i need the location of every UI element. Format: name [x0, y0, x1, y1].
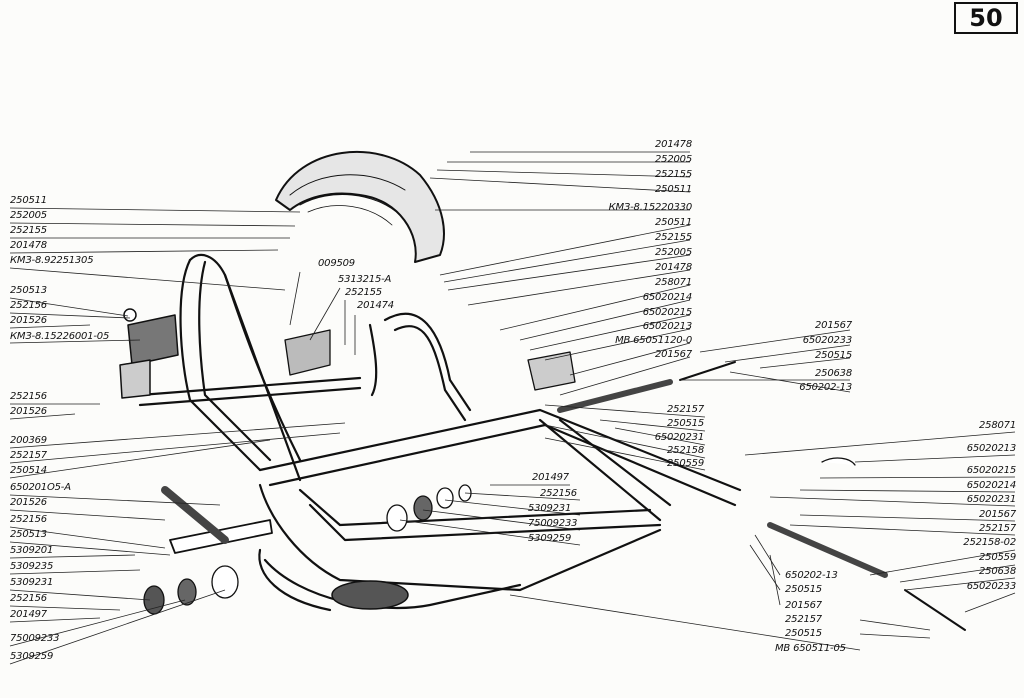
part-label: 252156 — [10, 300, 47, 311]
part-label: 5313215-А — [338, 274, 392, 285]
part-label: 252157 — [667, 404, 704, 415]
part-label: 250638 — [979, 566, 1016, 577]
part-label: 250515 — [815, 350, 852, 361]
part-label: 201567 — [979, 509, 1016, 520]
part-label: 5309231 — [10, 577, 54, 588]
part-label: КМЗ-8.92251305 — [10, 255, 94, 266]
part-label: 250515 — [785, 628, 822, 639]
part-label: 200369 — [10, 435, 47, 446]
part-label: 201567 — [785, 600, 822, 611]
part-label: 201497 — [532, 472, 569, 483]
part-label: 201497 — [10, 609, 47, 620]
part-label: 201474 — [357, 300, 394, 311]
part-label: 65020215 — [966, 465, 1017, 476]
shock-absorber-drawing — [119, 308, 179, 399]
fender-drawing — [275, 150, 445, 263]
part-label: 252156 — [10, 391, 47, 402]
part-label: 75009233 — [10, 633, 60, 644]
part-label: 201478 — [655, 262, 692, 273]
part-label: 250559 — [667, 458, 704, 469]
part-label: 252156 — [10, 593, 47, 604]
part-label: 250515 — [667, 418, 704, 429]
part-label: 201526 — [10, 406, 47, 417]
part-label: 250513 — [10, 529, 47, 540]
axle-drawing — [161, 361, 966, 631]
part-label: 5309201 — [10, 545, 54, 556]
part-label: 65020231 — [654, 432, 705, 443]
part-label: 258071 — [979, 420, 1016, 431]
part-label: 250511 — [655, 184, 692, 195]
frame-tubes-drawing — [138, 253, 742, 612]
part-label: 65020233 — [966, 581, 1017, 592]
part-label: 252155 — [10, 225, 47, 236]
part-label: 650202-13 — [785, 570, 838, 581]
part-label: 65020213 — [966, 443, 1017, 454]
part-label: 250511 — [10, 195, 47, 206]
part-label: МВ 650511-05 — [775, 643, 846, 654]
leader-lines — [9, 151, 1016, 665]
page-number: 50 — [954, 2, 1018, 34]
part-label: 250559 — [979, 552, 1016, 563]
part-label: 201526 — [10, 315, 47, 326]
part-label: 250514 — [10, 465, 47, 476]
part-label: 5309235 — [10, 561, 54, 572]
part-label: 201567 — [655, 349, 692, 360]
part-label: 65020231 — [966, 494, 1017, 505]
part-label: 252158 — [667, 445, 704, 456]
part-label: 250515 — [785, 584, 822, 595]
part-label: 252005 — [10, 210, 47, 221]
part-label: 252158-02 — [963, 537, 1016, 548]
part-label: 650202-13 — [799, 382, 852, 393]
part-label: 250511 — [655, 217, 692, 228]
part-label: 65020215 — [642, 307, 693, 318]
part-label: 201526 — [10, 497, 47, 508]
part-label: 252005 — [655, 154, 692, 165]
part-label: 252156 — [10, 514, 47, 525]
part-label: 252156 — [540, 488, 577, 499]
part-label: 201567 — [815, 320, 852, 331]
part-label: 252157 — [785, 614, 822, 625]
part-label: 009509 — [318, 258, 355, 269]
part-label: 252157 — [10, 450, 47, 461]
part-label: КМЗ-8.15220330 — [608, 202, 693, 213]
part-label: 252157 — [979, 523, 1016, 534]
part-label: 258071 — [655, 277, 692, 288]
part-label: МВ 65051120-0 — [615, 335, 692, 346]
part-label: 252155 — [655, 232, 692, 243]
part-label: 201478 — [10, 240, 47, 251]
part-label: 65020214 — [642, 292, 693, 303]
part-label: 650201О5-А — [10, 482, 71, 493]
part-label: 252155 — [655, 169, 692, 180]
part-label: 65020233 — [802, 335, 853, 346]
part-label: 75009233 — [528, 518, 578, 529]
part-label: 5309259 — [10, 651, 54, 662]
part-label: 250513 — [10, 285, 47, 296]
part-label: 65020213 — [642, 321, 693, 332]
part-label: КМЗ-8.15226001-05 — [10, 331, 110, 342]
part-label: 201478 — [655, 139, 692, 150]
part-label: 65020214 — [966, 480, 1017, 491]
part-label: 252155 — [345, 287, 382, 298]
part-label: 252005 — [655, 247, 692, 258]
part-label: 250638 — [815, 368, 852, 379]
part-label: 5309259 — [528, 533, 572, 544]
small-parts-drawing — [143, 329, 856, 615]
footrest-drawing — [331, 580, 409, 610]
part-label: 5309231 — [528, 503, 572, 514]
